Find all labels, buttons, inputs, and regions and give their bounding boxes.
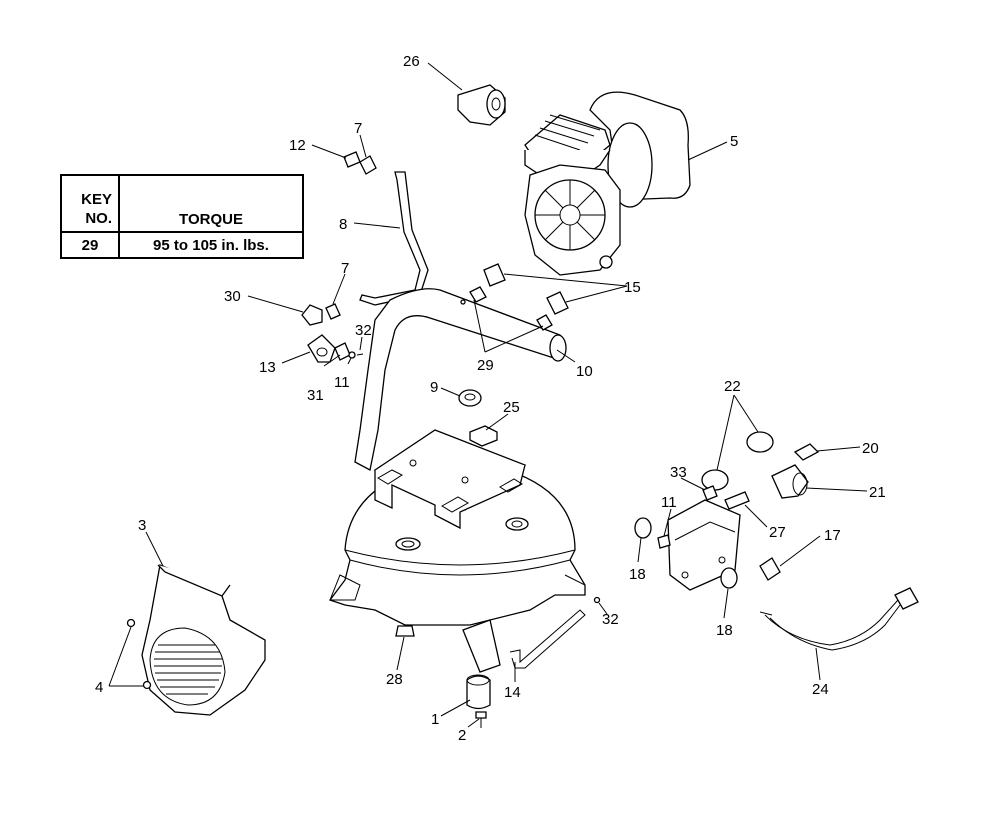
fitting-33 [702,485,718,501]
pressure-switch [667,499,741,591]
callout-1: 1 [431,711,439,728]
callout-31: 31 [307,387,324,404]
pin-32 [356,353,364,356]
callout-21: 21 [869,484,886,501]
elbow-fitting-30 [301,304,323,326]
nut-11-switch [657,534,671,549]
air-filter [457,84,506,126]
leader-lines [108,62,868,728]
mounting-plate [373,429,527,530]
callout-32-lower: 32 [602,611,619,628]
key-header-line1: KEY [81,191,112,208]
shroud [141,564,266,716]
callout-14: 14 [504,684,521,701]
screw-upper [126,618,136,628]
cord-connector-17 [759,557,781,581]
callout-27: 27 [769,524,786,541]
callout-32-upper: 32 [355,322,372,339]
callout-11-lower: 11 [661,494,677,511]
callout-11-upper: 11 [334,374,350,391]
callout-10: 10 [576,363,593,380]
callout-7-upper: 7 [354,120,362,137]
callout-7-lower: 7 [341,260,349,277]
torque-header: TORQUE [118,174,304,233]
manifold-tube [354,288,567,471]
callout-33: 33 [670,464,687,481]
callout-5: 5 [730,133,738,150]
nut-11 [348,351,356,359]
coupler-20 [793,443,820,461]
callout-12: 12 [289,137,306,154]
torque-table: KEY NO. TORQUE 29 95 to 105 in. lbs. [60,174,304,259]
callout-26: 26 [403,53,420,70]
callout-22: 22 [724,378,741,395]
gauge-22-a [701,469,729,491]
foot-screw [475,711,487,728]
fitting-29-upper [469,286,487,303]
washer [460,299,466,305]
callout-4: 4 [95,679,103,696]
callout-28: 28 [386,671,403,688]
strain-relief-18-left [634,517,652,539]
fitting-27 [724,491,750,510]
callout-25: 25 [503,399,520,416]
check-valve-9 [458,389,482,407]
isolator-15-upper [483,263,506,287]
callout-15: 15 [624,279,641,296]
callout-13: 13 [259,359,276,376]
nut-7-lower [325,303,341,320]
callout-2: 2 [458,727,466,744]
gauge-22-b [746,431,774,453]
callout-30: 30 [224,288,241,305]
callout-18-left: 18 [629,566,646,583]
regulator-21 [771,464,809,499]
table-row-torque: 95 to 105 in. lbs. [118,231,304,259]
screw-lower [142,680,152,690]
tank-tube [509,609,586,669]
callout-3: 3 [138,517,146,534]
callout-8: 8 [339,216,347,233]
isolator-15-lower [546,291,569,315]
tube-fitting [593,596,601,604]
callout-29: 29 [477,357,494,374]
callout-24: 24 [812,681,829,698]
fitting-12 [343,151,361,168]
pad-25 [469,425,498,447]
rubber-foot [462,619,501,710]
pump-motor-assembly [524,91,691,276]
safety-valve-13 [307,334,336,363]
callout-20: 20 [862,440,879,457]
table-row-key: 29 [60,231,120,259]
outlet-tube [359,171,429,306]
power-cord-24 [759,587,919,651]
nut-7-upper [359,155,377,175]
callout-9: 9 [430,379,438,396]
callout-18-right: 18 [716,622,733,639]
callout-labels: 26 5 12 7 8 7 30 32 13 11 31 15 29 10 9 … [95,53,886,744]
key-no-header: KEY NO. [60,174,120,233]
air-tank [328,459,586,626]
strain-relief-18-right [720,567,738,589]
drain-valve [395,625,415,637]
key-header-line2: NO. [85,210,112,227]
callout-17: 17 [824,527,841,544]
